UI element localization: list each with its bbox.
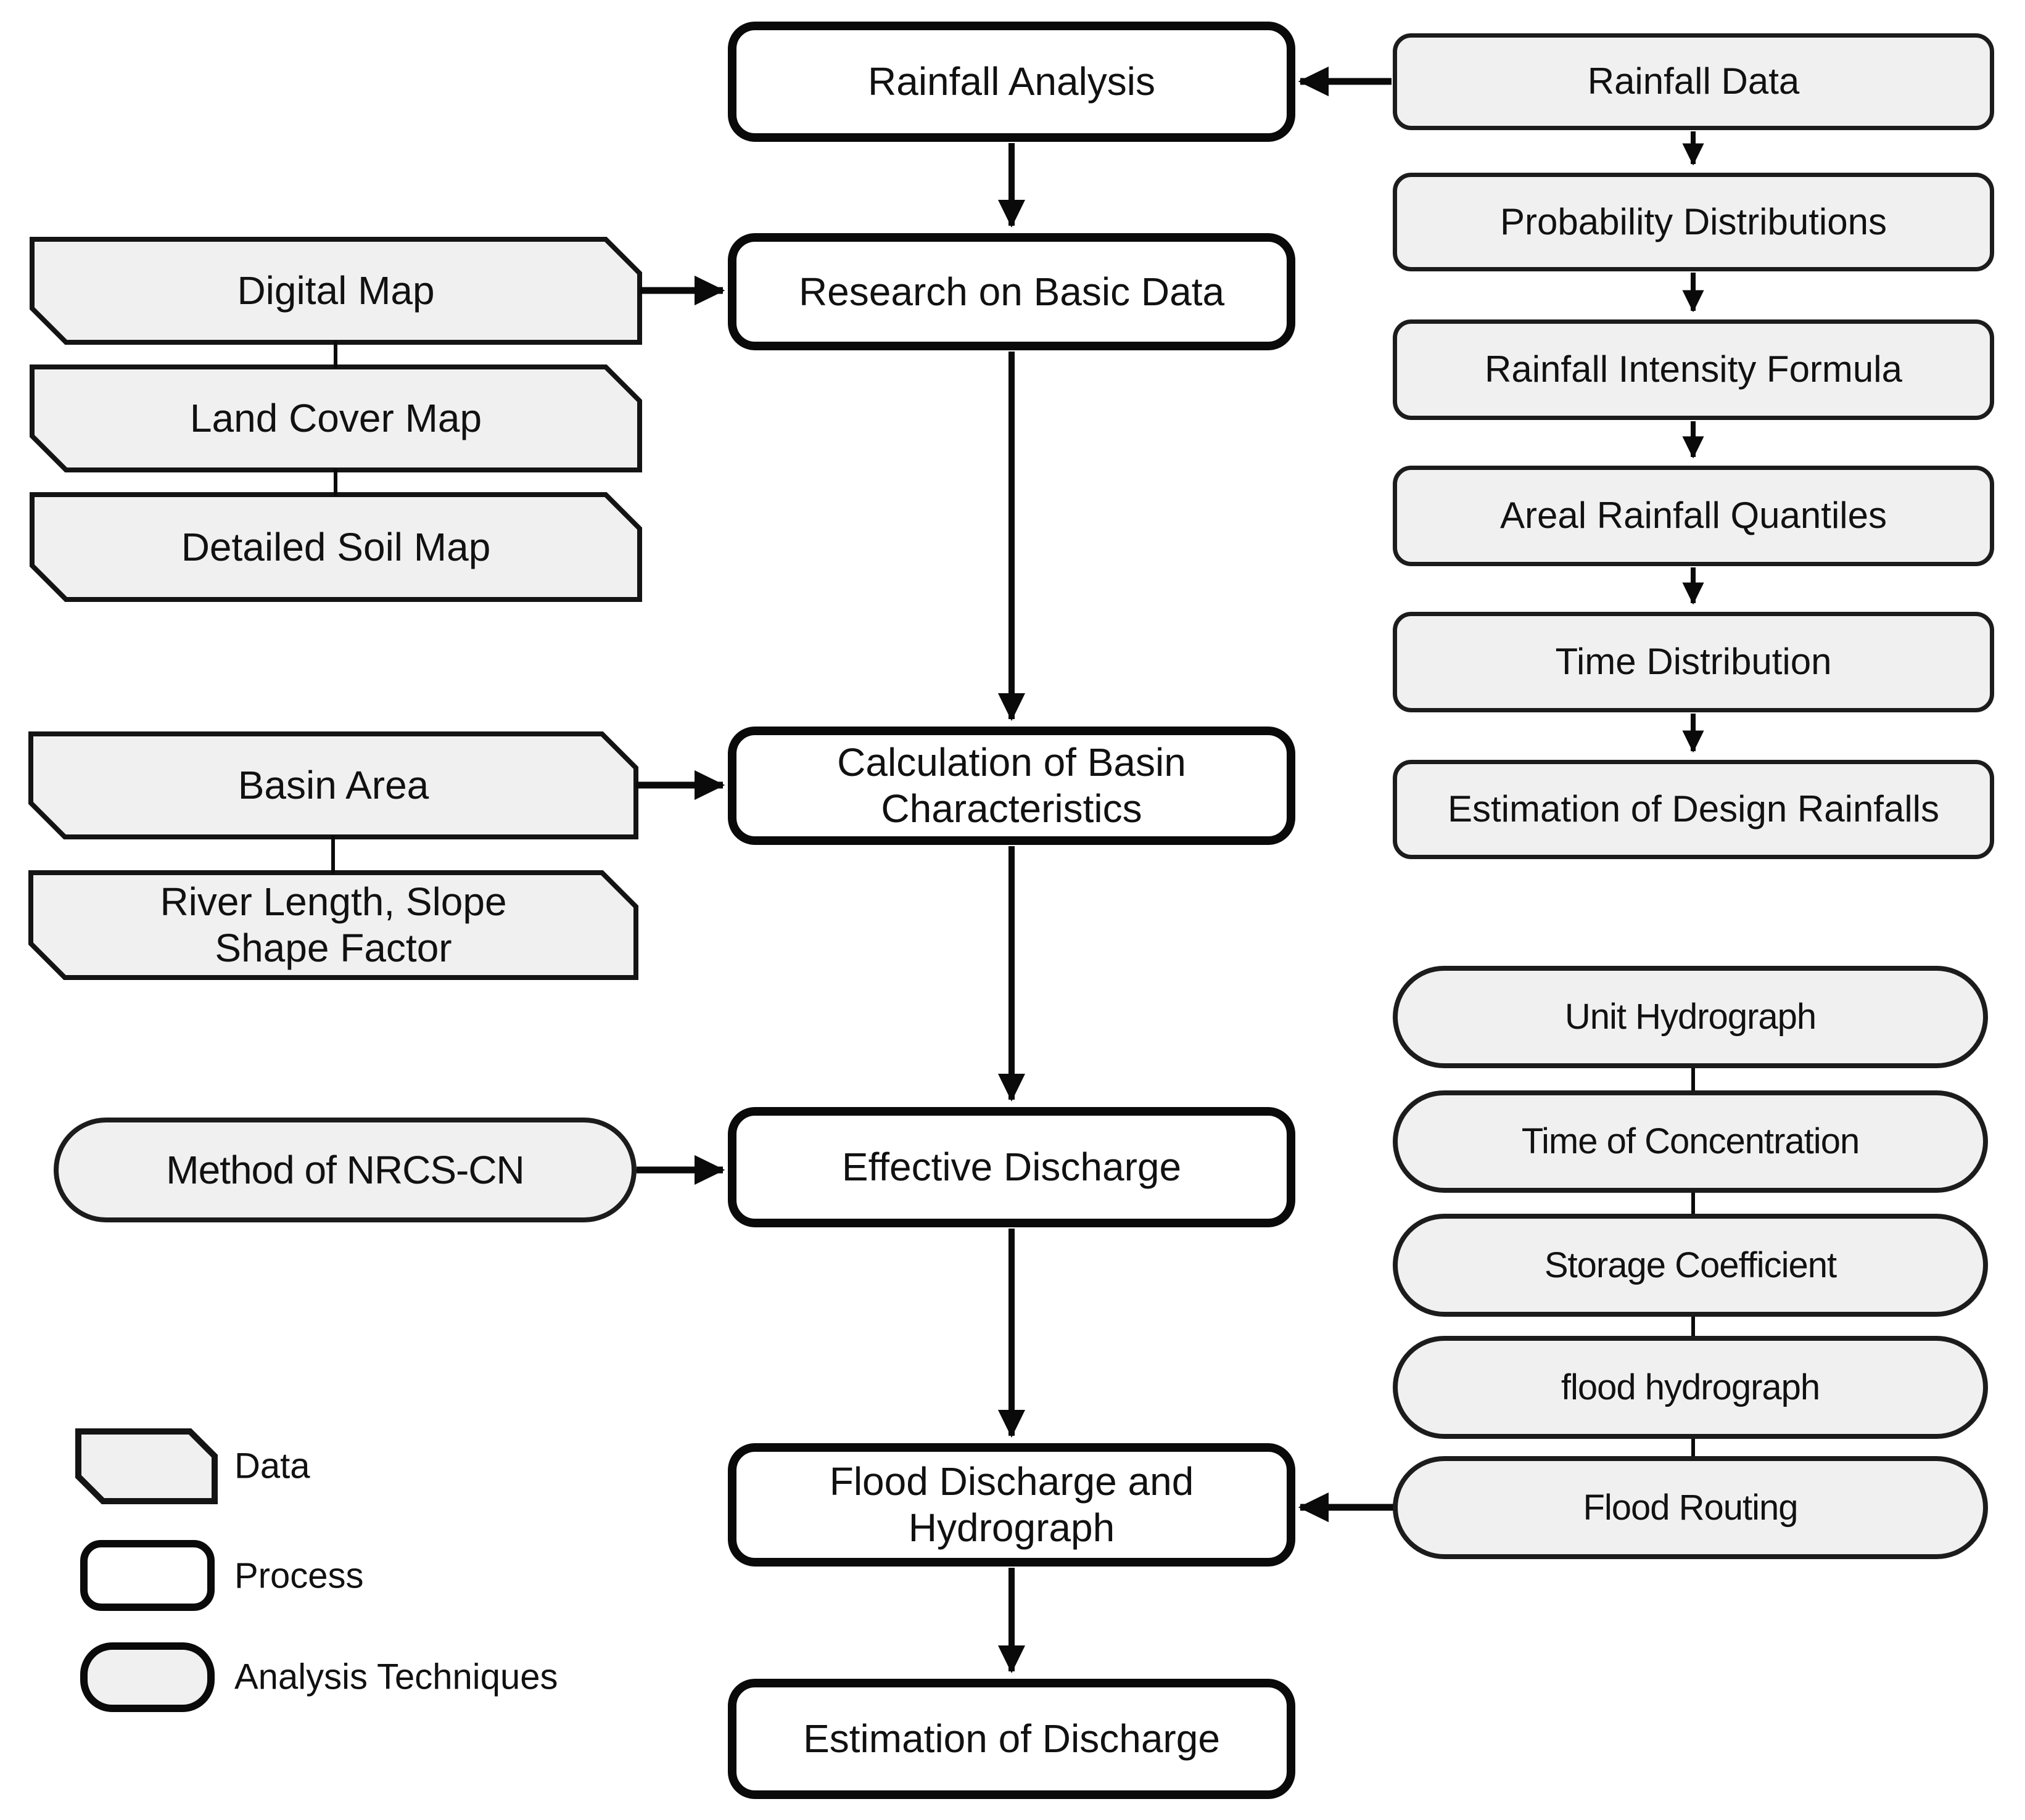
node-probability-distributions: Probability Distributions <box>1393 173 1994 271</box>
node-flood-routing: Flood Routing <box>1393 1456 1988 1559</box>
node-digital-map: Digital Map <box>237 268 435 313</box>
shape-digital-map <box>30 237 642 345</box>
node-flood-hydrograph: flood hydrograph <box>1393 1336 1988 1439</box>
shape-detailed-soil-map <box>30 492 642 602</box>
node-areal-rainfall-quantiles: Areal Rainfall Quantiles <box>1393 466 1994 566</box>
node-estimation-discharge: Estimation of Discharge <box>728 1679 1295 1799</box>
node-rainfall-analysis: Rainfall Analysis <box>728 22 1295 142</box>
node-estimation-design-rainfalls: Estimation of Design Rainfalls <box>1393 760 1994 859</box>
node-rainfall-intensity-formula: Rainfall Intensity Formula <box>1393 319 1994 420</box>
node-storage-coefficient: Storage Coefficient <box>1393 1214 1988 1317</box>
legend-label-data: Data <box>234 1446 310 1486</box>
shape-land-cover-map <box>30 364 642 472</box>
shape-river-length <box>28 870 638 980</box>
node-flood-discharge: Flood Discharge and Hydrograph <box>728 1443 1295 1567</box>
node-unit-hydrograph: Unit Hydrograph <box>1393 966 1988 1068</box>
node-basin-area: Basin Area <box>237 763 429 808</box>
node-method-nrcs-cn: Method of NRCS-CN <box>54 1118 637 1222</box>
node-calculation-basin: Calculation of Basin Characteristics <box>728 727 1295 845</box>
node-effective-discharge: Effective Discharge <box>728 1107 1295 1227</box>
node-rainfall-data: Rainfall Data <box>1393 33 1994 130</box>
data-connectors <box>331 341 337 874</box>
node-detailed-soil-map: Detailed Soil Map <box>181 524 491 569</box>
legend-analysis-swatch <box>80 1642 215 1712</box>
horizontal-arrows <box>636 66 1396 1523</box>
legend-data-swatch <box>75 1428 218 1504</box>
node-time-distribution: Time Distribution <box>1393 612 1994 712</box>
legend-label-process: Process <box>234 1555 364 1596</box>
legend-process-swatch <box>80 1540 215 1611</box>
node-river-length: River Length, Slope Shape Factor <box>160 879 507 970</box>
node-time-of-concentration: Time of Concentration <box>1393 1090 1988 1193</box>
shape-basin-area <box>28 731 638 839</box>
data-shape-group <box>28 237 642 1504</box>
node-land-cover-map: Land Cover Map <box>189 396 482 441</box>
node-research-basic-data: Research on Basic Data <box>728 233 1295 350</box>
legend-label-analysis-techniques: Analysis Techniques <box>234 1657 558 1697</box>
